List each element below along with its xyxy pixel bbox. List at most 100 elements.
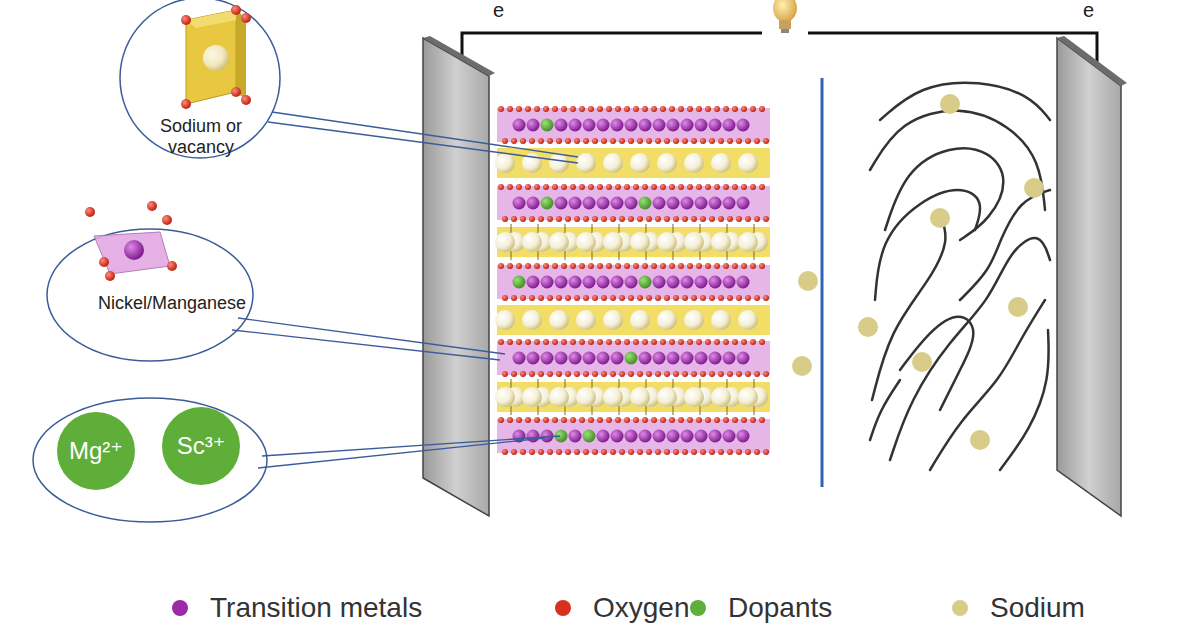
sodium-atom [495, 387, 515, 407]
oxygen-atom [754, 449, 760, 455]
oxygen-atom [682, 371, 688, 377]
oxygen-atom [502, 138, 508, 144]
callout-label: Sodium or vacancy [138, 116, 264, 157]
oxygen-atom [637, 449, 643, 455]
oxygen-atom [597, 106, 603, 112]
carbon-sheet [1000, 330, 1049, 470]
transition-metal-atom [695, 352, 708, 365]
current-collector [1057, 38, 1121, 516]
oxygen-atom [502, 371, 508, 377]
oxygen-atom [574, 449, 580, 455]
oxygen-atom [687, 184, 693, 190]
oxygen-atom [664, 371, 670, 377]
sodium-atom [576, 387, 596, 407]
sodium-atom [657, 387, 677, 407]
oxygen-atom [664, 216, 670, 222]
oxygen-atom [736, 216, 742, 222]
callout-bubble [120, 0, 280, 158]
oxygen-atom [565, 449, 571, 455]
transition-metal-atom [653, 119, 666, 132]
oxygen-atom [660, 184, 666, 190]
oxygen-atom [682, 449, 688, 455]
oxygen-atom [732, 263, 738, 269]
oxygen-atom [511, 216, 517, 222]
transition-metal-atom [639, 119, 652, 132]
oxygen-atom [511, 295, 517, 301]
oxygen-atom [696, 263, 702, 269]
sodium-atom [738, 153, 758, 173]
oxygen-atom [709, 216, 715, 222]
oxygen-atom [660, 339, 666, 345]
sodium-atom [657, 310, 677, 330]
sodium-ion [970, 430, 990, 450]
leader-line [268, 122, 578, 163]
oxygen-atom [709, 371, 715, 377]
transition-metal-atom [737, 430, 750, 443]
oxygen-atom [691, 449, 697, 455]
sodium-atom [711, 387, 731, 407]
sodium-atom [495, 232, 515, 252]
oxygen-atom [529, 371, 535, 377]
oxygen-atom [718, 371, 724, 377]
oxygen-atom [741, 184, 747, 190]
oxygen-atom [678, 263, 684, 269]
transition-metal-atom [513, 119, 526, 132]
carbon-sheet [885, 148, 1003, 240]
sodium-atom [630, 232, 650, 252]
sodium-atom [738, 232, 758, 252]
oxygen-atom [597, 417, 603, 423]
oxygen-atom [718, 295, 724, 301]
transition-metal-layer [497, 108, 770, 142]
oxygen-atom [547, 216, 553, 222]
transition-metal-atom [737, 352, 750, 365]
oxygen-atom [642, 184, 648, 190]
sodium-atom [603, 310, 623, 330]
dopant-atom [541, 119, 554, 132]
oxygen-atom [588, 106, 594, 112]
oxygen-atom [534, 339, 540, 345]
oxygen-atom [763, 371, 769, 377]
octahedron-face [94, 232, 170, 274]
oxygen-atom [597, 184, 603, 190]
oxygen-atom [511, 371, 517, 377]
oxygen-atom [231, 5, 241, 15]
oxygen-atom [583, 371, 589, 377]
oxygen-atom [754, 371, 760, 377]
oxygen-atom [556, 449, 562, 455]
sodium-atom [657, 153, 677, 173]
sodium-layer [497, 148, 770, 178]
oxygen-atom [601, 138, 607, 144]
sodium-atom [711, 310, 731, 330]
oxygen-atom [664, 449, 670, 455]
transition-metal-atom [555, 352, 568, 365]
transition-metal-atom [695, 119, 708, 132]
oxygen-atom [705, 339, 711, 345]
transition-metal-atom [527, 352, 540, 365]
sodium-layer [497, 305, 770, 335]
carbon-sheet [870, 380, 900, 440]
oxygen-atom [525, 417, 531, 423]
sodium-atom [576, 232, 596, 252]
sodium-atom [603, 387, 623, 407]
oxygen-atom [628, 216, 634, 222]
oxygen-atom [628, 371, 634, 377]
oxygen-atom [745, 371, 751, 377]
oxygen-atom [633, 106, 639, 112]
oxygen-atom [588, 263, 594, 269]
oxygen-atom [642, 417, 648, 423]
transition-metal-atom [611, 119, 624, 132]
oxygen-atom [714, 106, 720, 112]
oxygen-atom [646, 138, 652, 144]
oxygen-atom [601, 449, 607, 455]
oxygen-atom [167, 261, 177, 271]
ion-label: Sc³⁺ [177, 432, 226, 460]
oxygen-atom [763, 138, 769, 144]
transition-metal-atom [639, 352, 652, 365]
oxygen-atom [498, 263, 504, 269]
oxygen-atom [570, 106, 576, 112]
transition-metal-atom [555, 119, 568, 132]
oxygen-atom [529, 216, 535, 222]
oxygen-atom [664, 138, 670, 144]
oxygen-atom [606, 417, 612, 423]
oxygen-atom [579, 106, 585, 112]
